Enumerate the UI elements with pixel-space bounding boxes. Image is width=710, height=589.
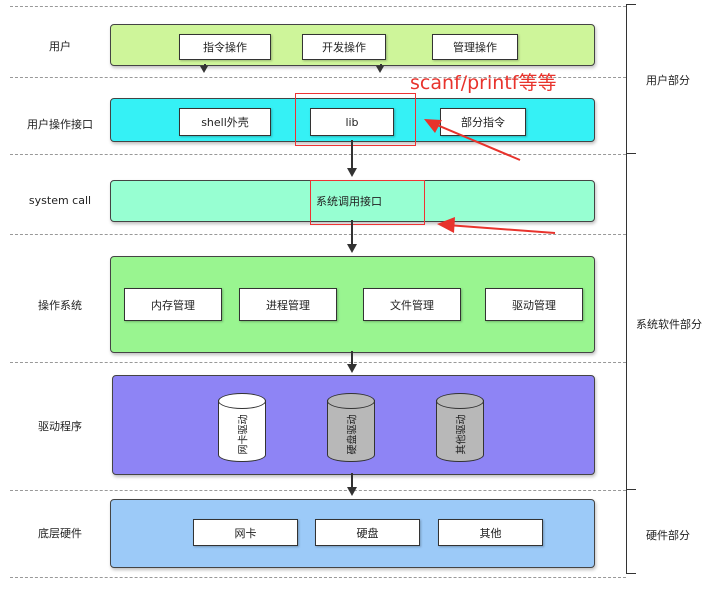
row-label-system-call: system call	[28, 194, 92, 207]
separator-line	[10, 234, 626, 235]
highlight-lib	[295, 93, 416, 146]
highlight-syscall	[310, 180, 425, 225]
bracket-software-section	[626, 154, 627, 490]
cylinder-label: 硬盘驱动	[347, 414, 359, 454]
arrowhead-icon	[347, 244, 357, 253]
bracket-tick	[626, 573, 636, 574]
box-lib: lib	[310, 108, 394, 136]
box-command-ops: 指令操作	[179, 34, 271, 60]
box-process-mgmt: 进程管理	[239, 288, 337, 321]
cylinder-disk-driver: 硬盘驱动	[327, 393, 375, 463]
cylinder-top	[218, 393, 266, 409]
cylinder-body	[218, 400, 266, 462]
arrowhead-icon	[347, 487, 357, 496]
cylinder-nic-driver: 网卡驱动	[218, 393, 266, 463]
cylinder-other-driver: 其他驱动	[436, 393, 484, 463]
red-arrow-icon	[424, 119, 521, 161]
cylinder-label: 网卡驱动	[238, 414, 250, 454]
bracket-tick	[626, 489, 636, 490]
box-disk: 硬盘	[315, 519, 420, 546]
separator-line	[10, 77, 626, 78]
section-label-hardware: 硬件部分	[646, 529, 690, 542]
separator-line	[10, 490, 626, 491]
bracket-hardware-section	[626, 490, 627, 574]
row-label-user-interface: 用户操作接口	[27, 118, 93, 131]
box-shell: shell外壳	[179, 108, 271, 136]
box-syscall-interface: 系统调用接口	[316, 195, 382, 208]
separator-line	[10, 6, 626, 7]
bracket-tick	[626, 153, 636, 154]
connector-line	[380, 64, 382, 67]
connector-line	[204, 64, 206, 67]
cylinder-top	[436, 393, 484, 409]
red-arrow-icon	[437, 217, 556, 234]
box-memory-mgmt: 内存管理	[124, 288, 222, 321]
cylinder-body	[327, 400, 375, 462]
separator-line	[10, 154, 626, 155]
box-other-hw: 其他	[438, 519, 543, 546]
row-label-hardware: 底层硬件	[38, 527, 82, 540]
separator-line	[10, 362, 626, 363]
box-file-mgmt: 文件管理	[363, 288, 461, 321]
connector-line	[351, 220, 353, 246]
connector-line	[351, 140, 353, 170]
arrowhead-icon	[200, 66, 208, 73]
separator-line	[10, 577, 626, 578]
box-admin-ops: 管理操作	[432, 34, 518, 60]
box-driver-mgmt: 驱动管理	[485, 288, 583, 321]
annotation-text: scanf/printf等等	[410, 72, 557, 94]
row-label-user: 用户	[49, 40, 71, 53]
arrowhead-icon	[347, 364, 357, 373]
connector-line	[351, 351, 353, 366]
connector-line	[351, 473, 353, 489]
cylinder-top	[327, 393, 375, 409]
arrowhead-icon	[347, 168, 357, 177]
section-label-software: 系统软件部分	[636, 318, 702, 331]
bracket-user-section	[626, 4, 627, 154]
row-label-driver: 驱动程序	[38, 420, 82, 433]
arrowhead-icon	[376, 66, 384, 73]
cylinder-label: 其他驱动	[456, 414, 468, 454]
box-nic: 网卡	[193, 519, 298, 546]
bracket-tick	[626, 4, 636, 5]
row-label-os: 操作系统	[38, 299, 82, 312]
section-label-user: 用户部分	[646, 74, 690, 87]
box-dev-ops: 开发操作	[302, 34, 386, 60]
cylinder-body	[436, 400, 484, 462]
